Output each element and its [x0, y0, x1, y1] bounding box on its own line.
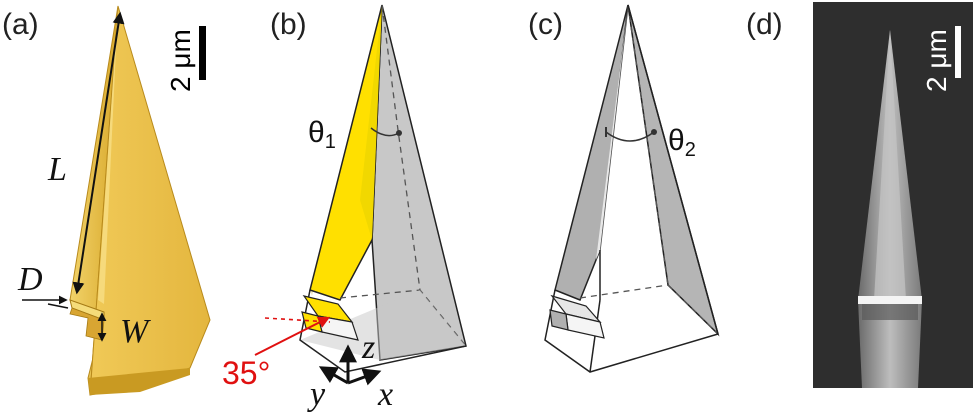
- scale-bar-d: [955, 26, 961, 78]
- theta2-dot: [651, 129, 657, 135]
- theta2-arc: [605, 131, 655, 142]
- panel-b: (b) θ1 z: [222, 4, 467, 413]
- scale-bar-a-label: 2 μm: [165, 29, 196, 92]
- width-label: W: [120, 313, 151, 350]
- theta2-label: θ2: [668, 124, 696, 161]
- depth-tick: [47, 303, 69, 309]
- length-label: L: [47, 151, 67, 188]
- panel-d: (d) 2 μm: [746, 2, 973, 388]
- axis-x-label: x: [377, 376, 393, 413]
- pyramid-b: [299, 4, 467, 373]
- sem-slit: [858, 296, 922, 304]
- panel-a: (a) L D W 2 μm: [2, 5, 211, 396]
- angle-arrow: [254, 316, 331, 356]
- panel-c-label: (c): [528, 8, 563, 41]
- length-arrow: [72, 11, 125, 295]
- pyramid-c: [544, 4, 720, 373]
- sem-tip: [858, 30, 922, 388]
- theta1-dot: [396, 130, 402, 136]
- scale-bar-a: [199, 26, 206, 80]
- theta1-label: θ1: [308, 116, 336, 153]
- angle-label: 35°: [222, 355, 270, 391]
- panel-d-label: (d): [746, 8, 783, 41]
- scale-bar-d-label: 2 μm: [921, 29, 952, 92]
- axis-y-label: y: [307, 376, 326, 413]
- panel-b-label: (b): [270, 8, 307, 41]
- depth-label: D: [17, 261, 43, 298]
- axis-z-label: z: [361, 329, 375, 366]
- angle-dashed-line: [264, 317, 331, 323]
- panel-c: (c) θ2: [528, 4, 720, 373]
- coordinate-axes: z y x: [307, 329, 393, 413]
- panel-a-label: (a): [2, 8, 39, 41]
